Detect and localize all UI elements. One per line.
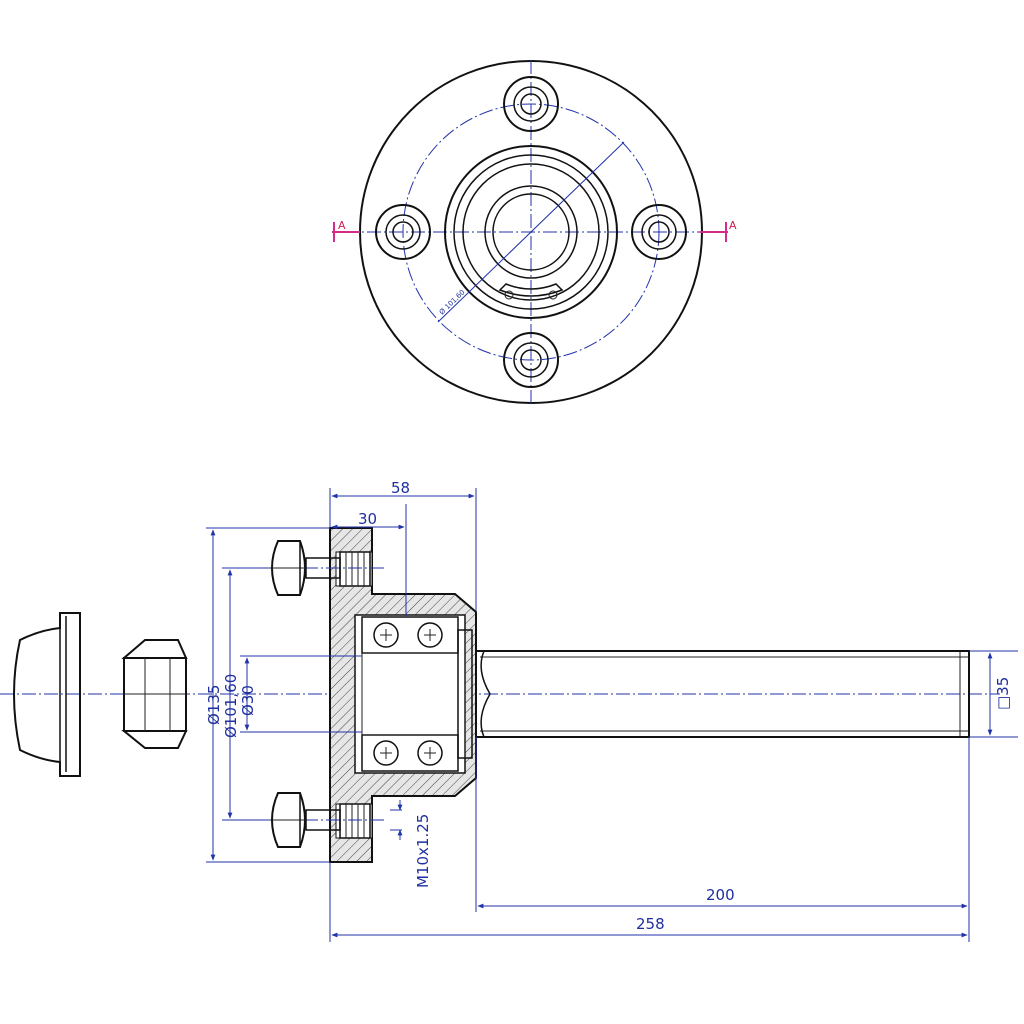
retaining-clip [498,283,564,297]
svg-text:A: A [338,219,346,232]
front-view: Ø 101,60 A A [332,60,737,405]
svg-text:A: A [729,219,737,232]
wheel-stud-right [631,204,687,260]
hub-cavity [354,614,466,774]
svg-text:258: 258 [636,915,665,933]
dust-cap [13,612,81,777]
dim-dia-101: Ø101,60 [222,567,260,821]
pcd-label: Ø 101,60 [438,288,467,316]
dim-258: 258 [329,862,968,942]
side-view: 58 30 Ø135 Ø101,60 Ø30 [0,479,1018,942]
dim-thread: M10x1.25 [390,800,432,888]
svg-text:30: 30 [358,510,377,528]
stud-bore-top [335,551,373,587]
svg-text:Ø101,60: Ø101,60 [222,674,240,738]
section-marker-left: A [332,219,360,242]
dim-30: 30 [331,504,407,617]
svg-text:M10x1.25: M10x1.25 [414,814,432,888]
svg-text:Ø30: Ø30 [239,685,257,716]
dim-dia-135: Ø135 [205,527,330,863]
wheel-nut-top [270,540,306,596]
dim-58: 58 [329,479,477,612]
svg-text:Ø135: Ø135 [205,685,223,725]
hub-body-outer [444,145,618,319]
pcd-leader [437,141,625,323]
clip-hole-right [548,290,558,300]
hub-body-ring [453,154,609,310]
wheel-nut-bottom [270,792,306,848]
svg-text:58: 58 [391,479,410,497]
bearing-outer [462,163,600,301]
shaft-bore [492,193,570,271]
wheel-stud-bottom [503,332,559,388]
dim-shaft-square: □35 [969,650,1018,738]
svg-text:□35: □35 [994,677,1012,710]
axle-nut [121,639,188,749]
dim-200: 200 [475,737,970,942]
wheel-stud-left [375,204,431,260]
bearing-inner [484,185,578,279]
svg-text:200: 200 [706,886,735,904]
dim-dia-30: Ø30 [239,655,362,733]
seal [457,629,473,759]
wheel-stud-top [503,76,559,132]
section-marker-right: A [700,219,737,242]
stud-bore-bottom [335,803,373,839]
clip-hole-left [504,290,514,300]
axle-shaft [475,650,970,738]
